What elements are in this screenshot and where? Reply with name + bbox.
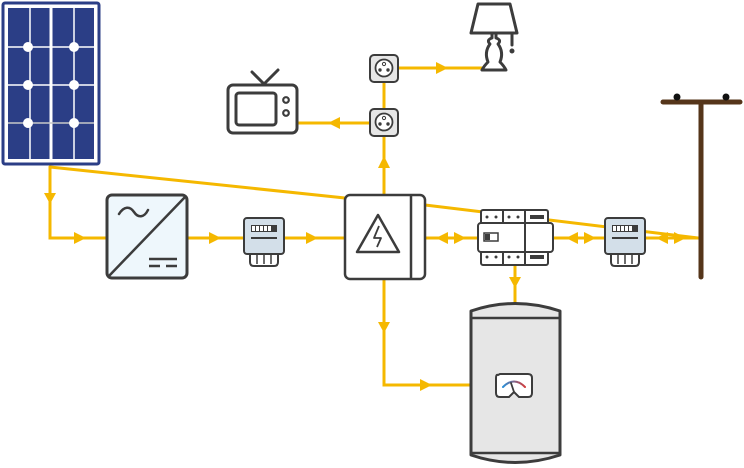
arrow-up-to-socket — [378, 156, 390, 168]
wire-panel-to-board-diagonal — [48, 165, 347, 200]
solar-panel-icon — [1, 1, 101, 166]
arrow-down-board-to-heater — [378, 322, 390, 333]
arrow-right-to-lamp — [436, 62, 448, 74]
wire-board-to-heater — [382, 278, 472, 387]
arrow-right-to-heater — [420, 379, 432, 391]
tv-icon — [226, 68, 299, 135]
arrow-right-to-meter — [209, 232, 221, 244]
grid-meter-icon — [604, 217, 646, 267]
inverter-icon — [105, 193, 189, 280]
lamp-icon — [469, 2, 519, 72]
arrow-bidir-board-breaker-right — [454, 232, 466, 244]
socket-tv-icon — [369, 108, 399, 137]
arrow-down-panel — [44, 193, 56, 204]
arrow-bidir-breaker-meter-left — [566, 232, 578, 244]
arrow-bidir-meter-pole-left — [656, 232, 668, 244]
arrow-left-to-tv — [328, 117, 340, 129]
arrow-right-to-inverter — [74, 232, 86, 244]
arrows — [44, 62, 686, 391]
gauge-icon — [495, 373, 533, 398]
arrow-bidir-meter-pole-right — [674, 232, 686, 244]
wire-panel-to-inverter — [48, 165, 109, 240]
socket-lamp-icon — [369, 54, 399, 83]
high-voltage-warning-icon — [355, 213, 401, 254]
arrow-bidir-breaker-meter-right — [584, 232, 596, 244]
arrow-right-to-board — [306, 232, 318, 244]
arrow-down-breaker-to-heater — [509, 277, 521, 288]
production-meter-icon — [243, 217, 285, 267]
water-heater-icon — [469, 302, 562, 464]
wire-board-to-pole-diagonal — [423, 203, 700, 240]
distribution-board-icon — [343, 193, 427, 281]
circuit-breaker-icon — [477, 209, 554, 266]
utility-pole-icon — [660, 93, 743, 280]
arrow-bidir-board-breaker-left — [436, 232, 448, 244]
